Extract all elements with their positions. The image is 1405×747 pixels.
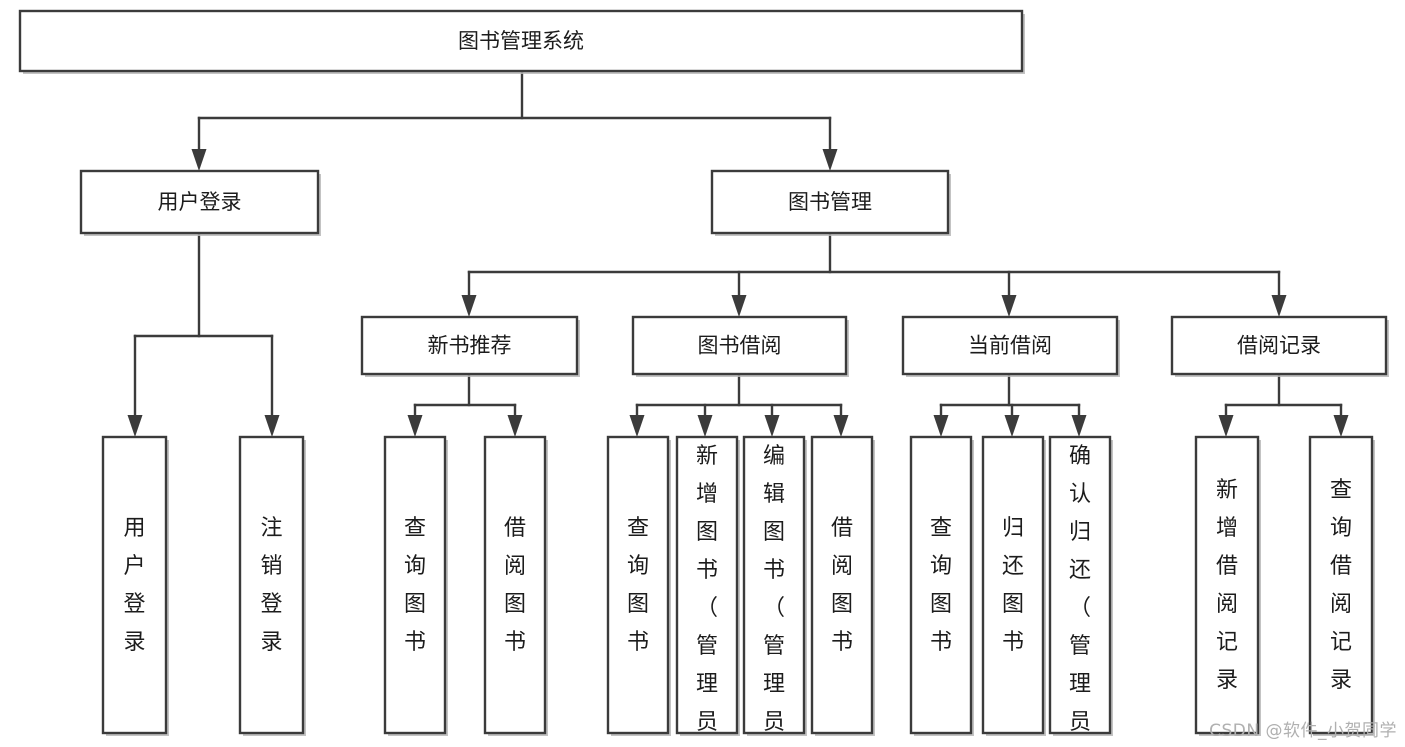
arrow-to-level2-0	[191, 149, 207, 171]
arrow-to-leaf-1-2	[764, 415, 780, 437]
arrow-to-login-leaf-0	[127, 415, 143, 437]
node-leaf-0[interactable]: 用户登录	[101, 435, 169, 736]
node-leaf-10-box[interactable]	[1048, 435, 1112, 735]
arrow-to-leaf-0-0	[407, 415, 423, 437]
node-leaf-7[interactable]: 借阅图书	[810, 435, 875, 736]
node-level3-0-box[interactable]	[360, 315, 579, 376]
node-level2-1[interactable]: 图书管理	[710, 169, 951, 236]
arrow-to-leaf-0-1	[507, 415, 523, 437]
node-leaf-9[interactable]: 归还图书	[981, 435, 1046, 736]
arrow-to-leaf-2-2	[1071, 415, 1087, 437]
node-leaf-0-label: 用户登录	[123, 516, 145, 655]
node-level3-3-label: 借阅记录	[1237, 334, 1321, 358]
node-leaf-1[interactable]: 注销登录	[238, 435, 306, 736]
node-leaf-12-box[interactable]	[1308, 435, 1374, 735]
node-leaf-9-box[interactable]	[981, 435, 1045, 735]
arrow-to-level3-1	[731, 295, 747, 317]
node-level3-0[interactable]: 新书推荐	[360, 315, 580, 377]
node-leaf-11-box[interactable]	[1194, 435, 1260, 735]
node-leaf-11-label: 新增借阅记录	[1216, 478, 1238, 693]
node-level2-0-box[interactable]	[79, 169, 320, 235]
node-leaf-0-box[interactable]	[101, 435, 168, 735]
node-leaf-8[interactable]: 查询图书	[909, 435, 974, 736]
node-leaf-10[interactable]: 确认归还（管理员）	[1048, 435, 1113, 747]
node-leaf-7-label: 借阅图书	[831, 516, 853, 655]
node-root-label: 图书管理系统	[458, 29, 584, 53]
arrow-to-leaf-2-0	[933, 415, 949, 437]
arrow-to-level3-2	[1001, 295, 1017, 317]
node-leaf-12[interactable]: 查询借阅记录	[1308, 435, 1375, 736]
node-root[interactable]: 图书管理系统	[18, 9, 1025, 74]
node-level3-2[interactable]: 当前借阅	[901, 315, 1120, 377]
node-leaf-3-box[interactable]	[483, 435, 547, 735]
node-leaf-9-label: 归还图书	[1002, 516, 1024, 655]
node-leaf-6[interactable]: 编辑图书（管理员）	[742, 435, 807, 747]
node-level3-3[interactable]: 借阅记录	[1170, 315, 1389, 377]
node-leaf-8-box[interactable]	[909, 435, 973, 735]
node-leaf-5[interactable]: 新增图书（管理员）	[675, 435, 740, 747]
arrow-to-level3-3	[1271, 295, 1287, 317]
node-level2-1-box[interactable]	[710, 169, 950, 235]
node-level3-2-box[interactable]	[901, 315, 1119, 376]
node-leaf-1-box[interactable]	[238, 435, 305, 735]
node-leaf-2[interactable]: 查询图书	[383, 435, 448, 736]
node-leaf-6-label: 编辑图书（管理员）	[763, 444, 785, 747]
node-leaf-10-label: 确认归还（管理员）	[1069, 444, 1091, 747]
arrow-to-leaf-1-3	[833, 415, 849, 437]
node-level3-1[interactable]: 图书借阅	[631, 315, 849, 377]
arrow-to-level2-1	[822, 149, 838, 171]
node-leaf-2-box[interactable]	[383, 435, 447, 735]
node-level2-0[interactable]: 用户登录	[79, 169, 321, 236]
node-leaf-6-box[interactable]	[742, 435, 806, 735]
node-leaf-12-label: 查询借阅记录	[1330, 478, 1352, 693]
node-leaf-1-label: 注销登录	[260, 516, 282, 655]
arrow-to-leaf-3-1	[1333, 415, 1349, 437]
node-leaf-3[interactable]: 借阅图书	[483, 435, 548, 736]
arrow-to-leaf-3-0	[1218, 415, 1234, 437]
node-level2-0-label: 用户登录	[158, 190, 242, 214]
node-level3-1-box[interactable]	[631, 315, 848, 376]
node-level3-1-label: 图书借阅	[698, 334, 782, 358]
node-leaf-7-box[interactable]	[810, 435, 874, 735]
arrow-to-level3-0	[461, 295, 477, 317]
node-layer: 图书管理系统用户登录图书管理新书推荐图书借阅当前借阅借阅记录用户登录注销登录查询…	[18, 9, 1389, 747]
node-leaf-11[interactable]: 新增借阅记录	[1194, 435, 1261, 736]
node-level3-3-box[interactable]	[1170, 315, 1388, 376]
arrow-to-leaf-1-1	[697, 415, 713, 437]
node-leaf-4-label: 查询图书	[627, 516, 649, 655]
node-leaf-5-box[interactable]	[675, 435, 739, 735]
node-level3-0-label: 新书推荐	[428, 334, 512, 358]
watermark-label: CSDN @软件_小贺同学	[1209, 721, 1397, 741]
node-level3-2-label: 当前借阅	[968, 334, 1052, 358]
node-leaf-3-label: 借阅图书	[504, 516, 526, 655]
arrow-to-login-leaf-1	[264, 415, 280, 437]
arrow-to-leaf-1-0	[629, 415, 645, 437]
connector-layer	[127, 69, 1349, 437]
node-leaf-2-label: 查询图书	[404, 516, 426, 655]
node-leaf-5-label: 新增图书（管理员）	[696, 444, 718, 747]
arrow-to-leaf-2-1	[1004, 415, 1020, 437]
node-root-box[interactable]	[18, 9, 1024, 73]
node-level2-1-label: 图书管理	[788, 190, 872, 214]
node-leaf-4[interactable]: 查询图书	[606, 435, 671, 736]
node-leaf-8-label: 查询图书	[930, 516, 952, 655]
node-leaf-4-box[interactable]	[606, 435, 670, 735]
